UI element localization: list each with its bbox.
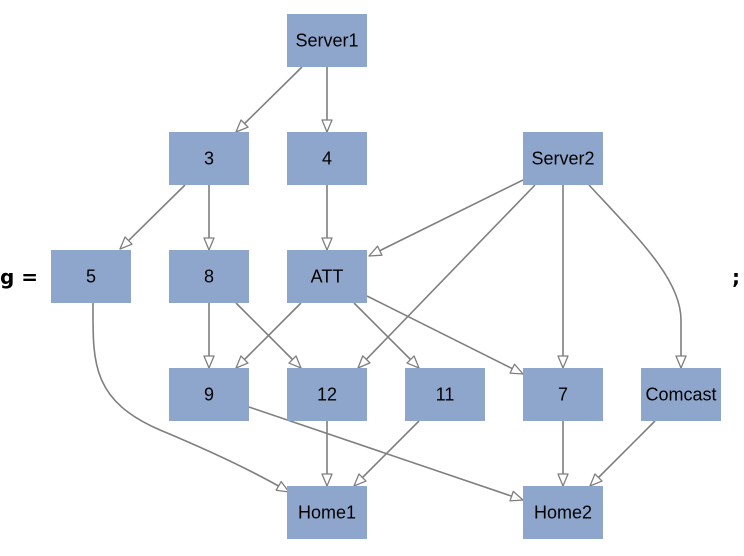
node-box (287, 368, 367, 421)
node-box (523, 132, 603, 185)
node-label: 9 (204, 385, 214, 405)
node-3[interactable]: 3 (169, 132, 249, 185)
node-5[interactable]: 5 (51, 250, 131, 303)
node-label: Home2 (534, 503, 592, 523)
node-server1[interactable]: Server1 (287, 14, 367, 67)
node-box (523, 486, 603, 539)
node-server2[interactable]: Server2 (523, 132, 603, 185)
node-home2[interactable]: Home2 (523, 486, 603, 539)
node-box (641, 368, 721, 421)
node-label: 3 (204, 149, 214, 169)
node-box (51, 250, 131, 303)
edges-layer (92, 66, 687, 502)
node-box (523, 368, 603, 421)
graph-variable-label: g = (0, 265, 38, 289)
statement-terminator: ; (732, 265, 740, 289)
node-label: Server1 (295, 31, 358, 51)
node-9[interactable]: 9 (169, 368, 249, 421)
edge-att-to-9 (235, 302, 302, 369)
edge-server1-to-3 (235, 66, 303, 133)
edge-server2-to-att (368, 179, 524, 257)
edge-9-to-home2 (248, 406, 524, 502)
node-label: Home1 (298, 503, 356, 523)
node-label: 8 (204, 267, 214, 287)
node-label: 5 (86, 267, 96, 287)
node-box (169, 368, 249, 421)
edge-comcast-to-home2 (589, 420, 656, 487)
node-label: 12 (317, 385, 337, 405)
node-label: 7 (558, 385, 568, 405)
edge-3-to-5 (119, 184, 186, 250)
node-att[interactable]: ATT (287, 250, 367, 303)
node-box (287, 14, 367, 67)
node-box (169, 250, 249, 303)
node-11[interactable]: 11 (405, 368, 485, 421)
edge-server2-to-12 (357, 184, 536, 369)
node-box (287, 132, 367, 185)
node-comcast[interactable]: Comcast (641, 368, 721, 421)
node-home1[interactable]: Home1 (287, 486, 367, 539)
node-label: 4 (322, 149, 332, 169)
node-box (287, 250, 367, 303)
node-box (405, 368, 485, 421)
node-8[interactable]: 8 (169, 250, 249, 303)
edge-att-to-11 (353, 302, 420, 369)
node-label: 11 (436, 385, 455, 405)
edge-att-to-7 (366, 295, 524, 375)
edge-server2-to-comcast (588, 184, 687, 369)
node-12[interactable]: 12 (287, 368, 367, 421)
node-box (169, 132, 249, 185)
node-box (287, 486, 367, 539)
edge-5-to-home1 (92, 302, 290, 493)
node-label: Server2 (531, 149, 594, 169)
node-label: Comcast (645, 385, 716, 405)
node-4[interactable]: 4 (287, 132, 367, 185)
node-7[interactable]: 7 (523, 368, 603, 421)
node-label: ATT (311, 267, 344, 287)
